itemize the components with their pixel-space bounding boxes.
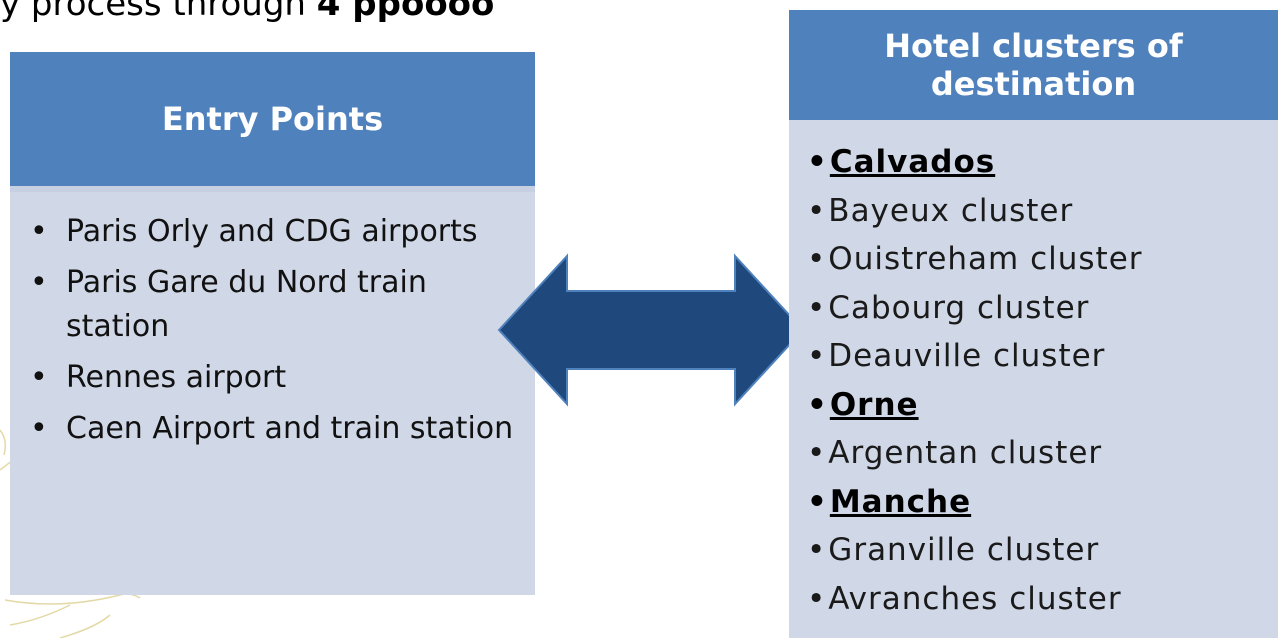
cluster-label: Manche: [829, 483, 972, 520]
bullet-icon: •: [807, 580, 827, 617]
entry-point-item: Paris Orly and CDG airports: [30, 210, 523, 254]
entry-points-panel: Entry Points Paris Orly and CDG airports…: [10, 52, 535, 595]
entry-points-body: Paris Orly and CDG airports Paris Gare d…: [10, 192, 535, 595]
cluster-label: Cabourg cluster: [828, 289, 1090, 326]
bullet-icon: •: [807, 386, 828, 423]
bullet-icon: •: [807, 289, 827, 326]
cluster-label: Argentan cluster: [828, 435, 1103, 471]
top-caption-text: y process through: [0, 0, 317, 24]
cluster-region-item: •Manche: [807, 478, 1278, 527]
entry-point-item: Caen Airport and train station: [30, 407, 523, 451]
cluster-item: •Argentan cluster: [807, 429, 1278, 478]
entry-points-header: Entry Points: [10, 52, 535, 192]
bullet-icon: •: [807, 483, 828, 520]
hotel-clusters-header: Hotel clusters of destination: [789, 10, 1278, 120]
entry-points-list: Paris Orly and CDG airports Paris Gare d…: [30, 210, 523, 451]
bullet-icon: •: [807, 532, 827, 568]
cluster-item: •Ouistreham cluster: [807, 235, 1278, 284]
cluster-region-item: •Calvados: [807, 138, 1278, 187]
hotel-clusters-panel: Hotel clusters of destination •Calvados …: [789, 10, 1278, 638]
bullet-icon: •: [807, 144, 828, 180]
cluster-item: •Cabourg cluster: [807, 284, 1278, 333]
cluster-label: Ouistreham cluster: [828, 241, 1143, 277]
cluster-label: Calvados: [829, 144, 996, 180]
cluster-item: •Granville cluster: [807, 526, 1278, 575]
cluster-label: Granville cluster: [828, 532, 1100, 568]
cluster-item: •Avranches cluster: [807, 575, 1278, 624]
cluster-item: •Deauville cluster: [807, 332, 1278, 381]
cluster-label: Avranches cluster: [828, 580, 1122, 617]
cluster-item: •Bayeux cluster: [807, 187, 1278, 236]
cluster-label: Deauville cluster: [828, 338, 1106, 374]
cluster-label: Orne: [829, 386, 919, 423]
entry-point-item: Rennes airport: [30, 356, 523, 400]
bullet-icon: •: [807, 241, 827, 277]
hotel-clusters-body: •Calvados •Bayeux cluster •Ouistreham cl…: [789, 120, 1278, 638]
bullet-icon: •: [807, 192, 827, 229]
bullet-icon: •: [807, 338, 827, 374]
hotel-clusters-list: •Calvados •Bayeux cluster •Ouistreham cl…: [807, 138, 1278, 623]
top-caption: y process through 4 ppoooo: [0, 0, 494, 24]
cluster-region-item: •Orne: [807, 381, 1278, 430]
cluster-label: Bayeux cluster: [828, 192, 1074, 229]
double-arrow-icon: [497, 253, 805, 407]
top-caption-bold: 4 ppoooo: [316, 0, 495, 24]
bullet-icon: •: [807, 435, 827, 471]
entry-point-item: Paris Gare du Nord train station: [30, 261, 523, 349]
